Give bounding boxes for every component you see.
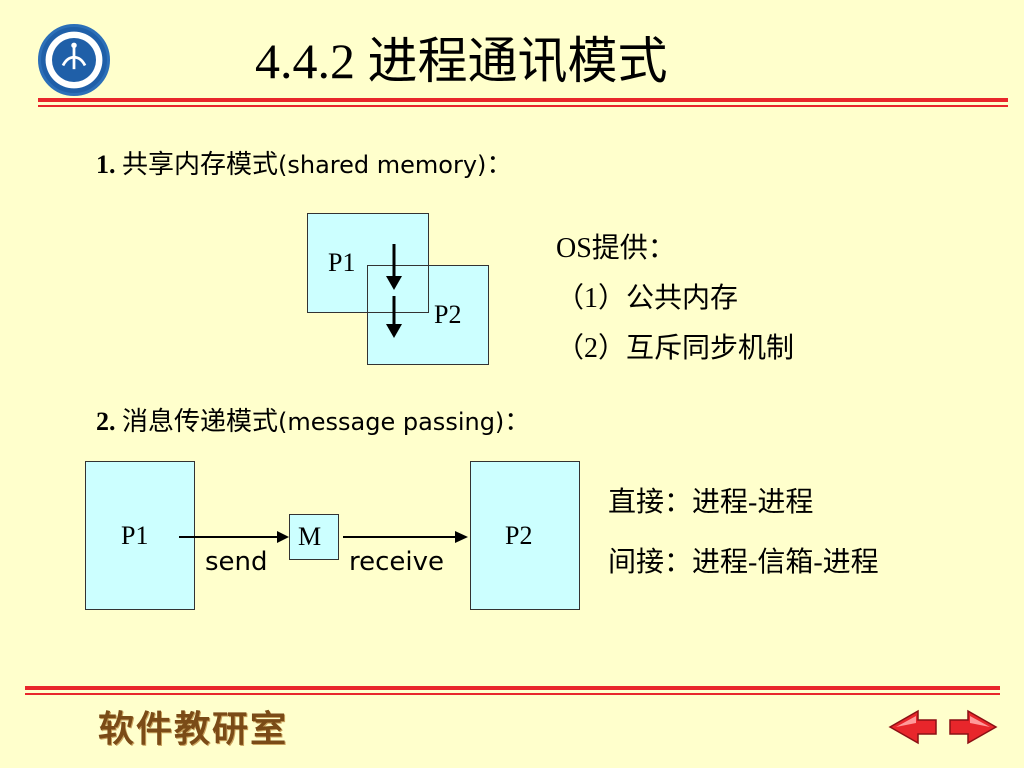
down-arrow-icon xyxy=(386,296,402,338)
send-label: send xyxy=(205,547,268,577)
message-p1-label: P1 xyxy=(121,521,149,550)
shared-arrows xyxy=(386,244,402,338)
section2-label: 消息传递模式 xyxy=(122,407,279,436)
prev-slide-button[interactable] xyxy=(888,708,940,746)
next-slide-button[interactable] xyxy=(946,708,998,746)
section1-heading: 1. 共享内存模式(shared memory)： xyxy=(96,148,512,182)
down-arrow-icon xyxy=(386,244,402,290)
os-provides-heading: OS提供： xyxy=(556,233,676,264)
section2-heading: 2. 消息传递模式(message passing)： xyxy=(96,405,530,439)
header-divider xyxy=(38,98,1008,102)
section1-number: 1. xyxy=(96,150,116,179)
section2-latin: (message passing) xyxy=(278,408,505,436)
indirect-mode-text: 间接：进程-信箱-进程 xyxy=(608,547,879,578)
mailbox-m-box xyxy=(289,514,339,560)
message-arrows xyxy=(179,531,468,543)
message-p2-box xyxy=(470,461,580,610)
section1-colon: ： xyxy=(486,150,513,179)
os-provides-item-1: （1）公共内存 xyxy=(556,283,739,314)
prev-arrow-icon xyxy=(888,709,937,745)
section2-number: 2. xyxy=(96,407,116,436)
receive-arrow-icon xyxy=(343,531,468,543)
university-logo-icon xyxy=(38,24,110,96)
section1-label: 共享内存模式 xyxy=(122,150,279,179)
os-provides-item-2: （2）互斥同步机制 xyxy=(556,333,795,364)
footer-department: 软件教研室 xyxy=(98,709,289,749)
direct-mode-text: 直接：进程-进程 xyxy=(608,487,814,518)
footer-divider-thin xyxy=(25,693,1000,695)
next-arrow-icon xyxy=(949,709,998,745)
footer-divider xyxy=(25,686,1000,690)
section2-colon: ： xyxy=(504,407,531,436)
message-p2-label: P2 xyxy=(505,521,533,550)
receive-label: receive xyxy=(349,547,445,577)
mailbox-m-label: M xyxy=(298,522,322,551)
section1-latin: (shared memory) xyxy=(278,151,487,179)
shared-overlap-outline xyxy=(367,265,429,313)
slide-title: 4.4.2 进程通讯模式 xyxy=(255,33,668,89)
header-divider-thin xyxy=(38,105,1008,107)
shared-p2-label: P2 xyxy=(434,300,462,329)
message-p1-box xyxy=(85,461,195,610)
shared-p1-label: P1 xyxy=(328,248,356,277)
send-arrow-icon xyxy=(179,531,289,543)
